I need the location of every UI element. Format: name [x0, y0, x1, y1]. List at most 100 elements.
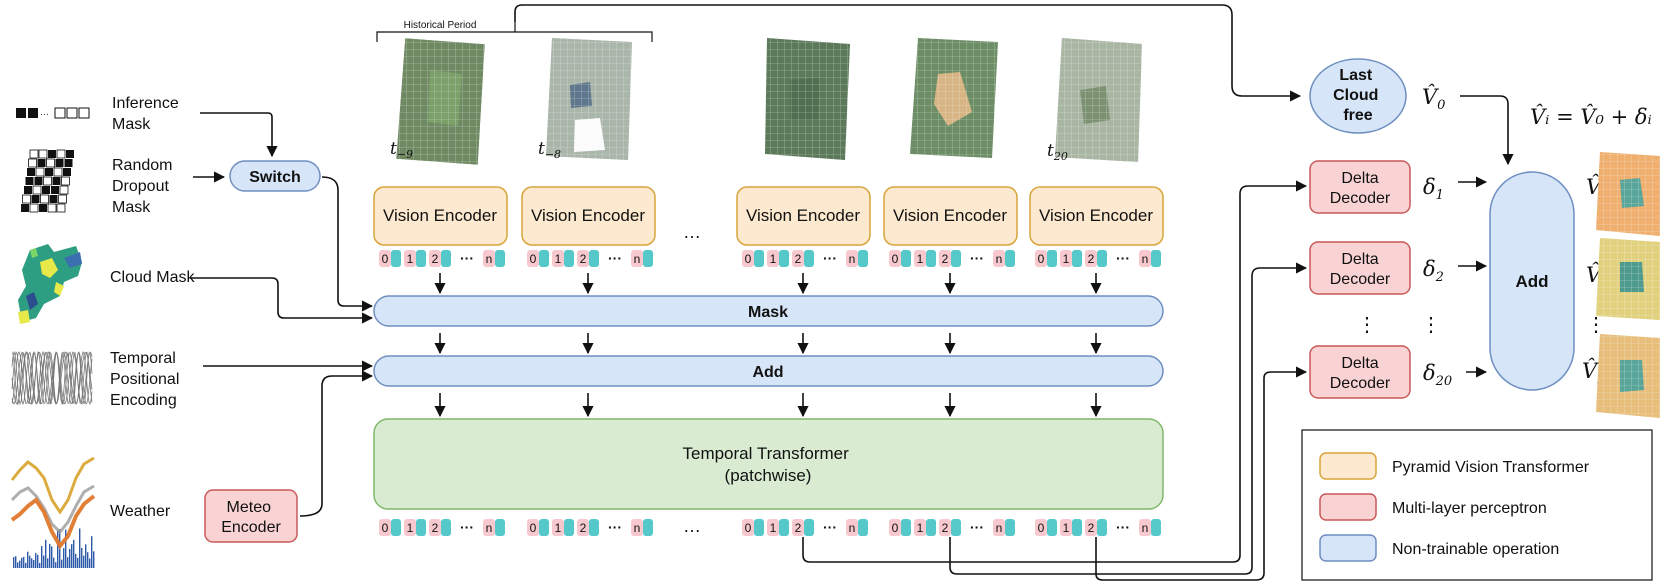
token-index-box [993, 519, 1005, 536]
rain-bar [79, 528, 81, 568]
sine-waves-icon [11, 350, 93, 406]
vdots-deltas: ⋮ [1421, 314, 1441, 336]
token-index-label: 2 [432, 521, 439, 535]
rain-bar [49, 543, 51, 568]
token-dots: ··· [970, 250, 984, 266]
token-index-box [577, 519, 589, 536]
dropout-cell [58, 194, 67, 204]
rain-bar [15, 556, 17, 568]
token-index-label: 2 [1088, 521, 1095, 535]
sine-wave [11, 351, 93, 406]
token-dots: ··· [460, 519, 474, 535]
delta-to-add-arrows [1458, 95, 1514, 378]
ellipsis-bottom-tokens: … [683, 516, 701, 536]
rain-bar [29, 555, 31, 568]
vdots-decoders: ⋮ [1357, 314, 1377, 336]
token-index-box [483, 519, 495, 536]
vision-encoder-2: Vision Encoder [521, 186, 656, 246]
token-index-box [889, 519, 901, 536]
vision-encoder-label: Vision Encoder [531, 206, 645, 225]
historical-period-label: Historical Period [404, 20, 477, 31]
token-index-label: 2 [1088, 252, 1095, 266]
token-index-label: n [996, 252, 1003, 266]
token-index-label: 0 [382, 521, 389, 535]
dropout-cell [61, 176, 70, 186]
token-embedding [901, 519, 911, 536]
dropout-cell [59, 185, 69, 195]
dropout-cell [66, 150, 74, 158]
token-embedding [1047, 519, 1057, 536]
inference-mask-icon: ··· [16, 107, 90, 119]
dropout-cell [32, 185, 42, 195]
vision-encoder-label: Vision Encoder [383, 206, 497, 225]
history-to-lastcloudfree-arrow [514, 4, 1302, 102]
token-index-box [1060, 250, 1072, 267]
equation-label: V̂ᵢ = V̂₀ + δᵢ [1530, 105, 1652, 129]
rain-bar [39, 562, 41, 568]
left-connectors [190, 112, 374, 517]
token-index-label: 0 [530, 252, 537, 266]
token-index-box [767, 519, 779, 536]
delta-2-symbol: δ2 [1423, 257, 1444, 285]
token-dots: ··· [460, 250, 474, 266]
weather-label: Weather [110, 503, 171, 520]
add-bar [373, 355, 1164, 387]
svg-text:···: ··· [40, 109, 49, 119]
token-embedding [779, 250, 789, 267]
token-embedding [416, 250, 426, 267]
weather-plot-icon [10, 450, 96, 568]
token-embedding [391, 519, 401, 536]
delta-1-symbol: δ1 [1423, 175, 1444, 203]
token-index-box [527, 250, 539, 267]
dropout-cell [22, 194, 31, 204]
token-index-label: 1 [555, 252, 562, 266]
dropout-cell [39, 204, 47, 212]
token-embedding [951, 519, 961, 536]
legend-swatch [1319, 452, 1377, 480]
token-index-box [1139, 250, 1151, 267]
token-index-box [792, 519, 804, 536]
token-index-box [792, 250, 804, 267]
rain-bar [33, 560, 35, 568]
token-index-label: n [486, 521, 493, 535]
vision-encoder-label: Vision Encoder [893, 206, 1007, 225]
rain-bar [89, 558, 91, 568]
rain-bar [55, 562, 57, 568]
token-index-label: 2 [580, 252, 587, 266]
vision-encoder-5: Vision Encoder [1029, 186, 1164, 246]
output-image-1 [1596, 152, 1660, 236]
rain-bar [77, 557, 79, 568]
rain-bar [35, 553, 37, 568]
token-index-box [527, 519, 539, 536]
vdots-outputs: ⋮ [1586, 314, 1606, 336]
dropout-cell [51, 186, 59, 194]
rain-bar [45, 539, 47, 568]
time-label-2: t−8 [538, 139, 561, 161]
token-index-label: 1 [407, 521, 414, 535]
rain-bar [31, 558, 33, 568]
token-index-label: n [849, 252, 856, 266]
dropout-cell [21, 204, 29, 212]
token-index-box [914, 519, 926, 536]
token-index-box [846, 250, 858, 267]
token-index-label: n [849, 521, 856, 535]
rain-bar [25, 562, 27, 568]
token-embedding [589, 519, 599, 536]
token-index-label: 0 [530, 521, 537, 535]
token-index-box [742, 519, 754, 536]
dropout-cell [29, 149, 39, 159]
satellite-image-3 [765, 38, 850, 160]
rain-bar [27, 551, 29, 568]
dropout-cell [43, 176, 52, 186]
dropout-cell [56, 203, 66, 213]
token-index-label: 1 [555, 521, 562, 535]
token-embedding [1097, 250, 1107, 267]
token-dots: ··· [823, 519, 837, 535]
token-index-label: 1 [1063, 252, 1070, 266]
token-embedding [495, 250, 505, 267]
token-embedding [441, 250, 451, 267]
token-embedding [1005, 250, 1015, 267]
